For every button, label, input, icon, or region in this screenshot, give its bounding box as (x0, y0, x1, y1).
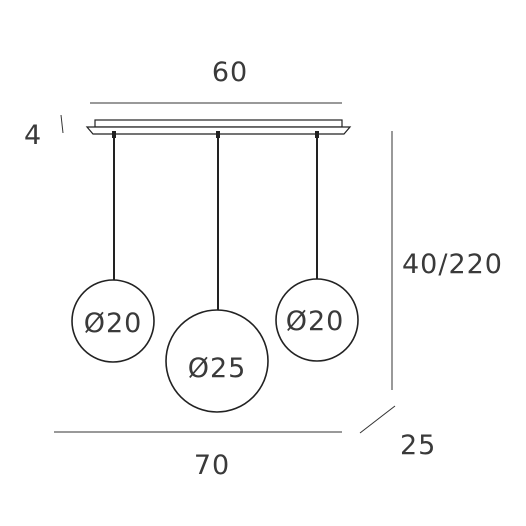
cable-clamp-center (216, 131, 220, 138)
globe-right-diameter-label: Ø20 (286, 306, 345, 337)
cable-clamp-left (112, 131, 116, 138)
ceiling-canopy (85, 119, 352, 135)
globe-right: Ø20 (275, 278, 359, 362)
drop-height-label: 40/220 (402, 249, 503, 280)
canopy-height-tick (60, 114, 64, 134)
globe-left-outline (71, 279, 155, 363)
globe-center-outline (165, 309, 269, 413)
canopy-top-plate (94, 119, 343, 128)
globe-left-diameter-label: Ø20 (84, 308, 143, 339)
depth-label: 25 (400, 430, 436, 461)
cable-clamp-right (315, 131, 319, 138)
globe-right-outline (275, 278, 359, 362)
suspension-cables (112, 131, 319, 310)
globe-center-diameter-label: Ø25 (188, 353, 247, 384)
total-width-label: 70 (194, 450, 230, 481)
globe-center: Ø25 (165, 309, 269, 413)
canopy-base-plate (85, 126, 352, 135)
globe-left: Ø20 (71, 279, 155, 363)
canopy-width-label: 60 (212, 57, 248, 88)
depth-dimension-line (359, 405, 396, 434)
canopy-height-label: 4 (24, 120, 42, 151)
